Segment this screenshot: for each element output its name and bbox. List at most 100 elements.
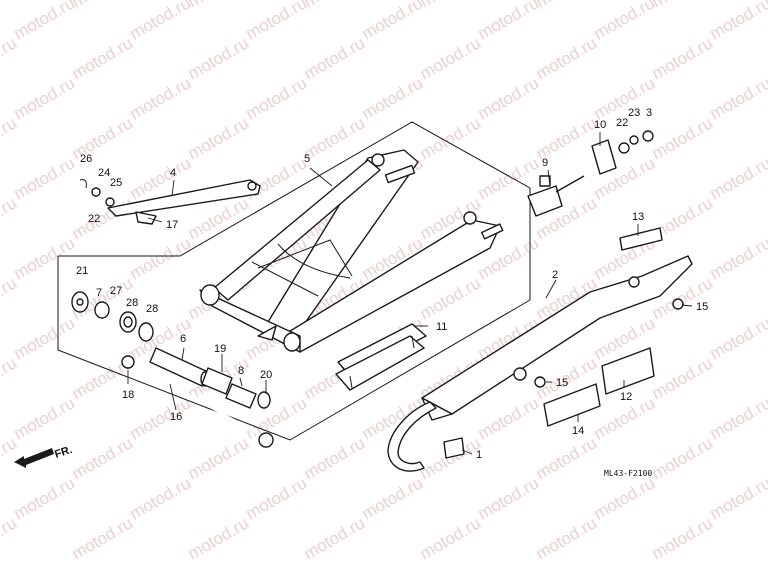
callout-17: 17: [166, 219, 178, 231]
drive-chain: [387, 401, 437, 472]
watermark-text: motod.ru: [533, 33, 601, 83]
watermark-text: motod.ru: [69, 113, 137, 163]
callout-1: 1: [476, 449, 482, 461]
watermark-text: motod.ru: [649, 353, 717, 403]
watermark-text: motod.ru: [0, 0, 20, 11]
front-direction-arrow: FR.: [14, 444, 74, 468]
callout-8: 8: [238, 365, 244, 377]
callout-12: 12: [620, 391, 632, 403]
watermark-text: motod.ru: [11, 233, 79, 283]
chain-adjuster: [527, 175, 585, 217]
watermark-text: motod.ru: [11, 473, 79, 523]
watermark-text: motod.ru: [69, 433, 137, 483]
watermark-text: motod.ru: [649, 433, 717, 483]
callout-27: 27: [110, 285, 122, 297]
callout-labels: 5 4 17 26 24 25 22 9 10 22 23 3 13 11 2 …: [76, 107, 708, 461]
watermark-text: motod.ru: [0, 353, 20, 403]
callout-2: 2: [552, 269, 558, 281]
watermark-text: motod.ru: [591, 0, 659, 43]
callout-20: 20: [260, 369, 272, 381]
watermark-text: motod.ru: [417, 513, 485, 563]
adjuster-plate: [591, 130, 654, 175]
watermark-text: motod.ru: [591, 473, 659, 523]
watermark-text: motod.ru: [707, 313, 768, 363]
watermark-text: motod.ru: [649, 0, 717, 11]
watermark-text: motod.ru: [185, 113, 253, 163]
watermark-text: motod.ru: [301, 113, 369, 163]
watermark-text: motod.ru: [533, 113, 601, 163]
watermark-text: motod.ru: [417, 113, 485, 163]
watermark-text: motod.ru: [475, 473, 543, 523]
watermark-text: motod.ru: [707, 153, 768, 203]
watermark-text: motod.ru: [359, 0, 427, 43]
watermark-text: motod.ru: [301, 433, 369, 483]
watermark-text: motod.ru: [707, 0, 768, 43]
pivot-collar: [149, 347, 210, 387]
watermark-text: motod.ru: [127, 0, 195, 43]
callout-15a: 15: [696, 301, 708, 313]
watermark-text: motod.ru: [0, 513, 20, 563]
watermark-text: motod.ru: [707, 473, 768, 523]
watermark-text: motod.ru: [649, 513, 717, 563]
callout-21: 21: [76, 265, 88, 277]
callout-28b: 28: [146, 303, 158, 315]
watermark-text: motod.ru: [185, 433, 253, 483]
callout-26: 26: [80, 153, 92, 165]
front-label: FR.: [53, 444, 74, 461]
callout-18: 18: [122, 389, 134, 401]
callout-24: 24: [98, 167, 110, 179]
watermark-text: motod.ru: [649, 113, 717, 163]
watermark-text: motod.ru: [69, 513, 137, 563]
watermark-text: motod.ru: [707, 393, 768, 443]
watermark-text: motod.ru: [127, 73, 195, 123]
watermark-text: motod.ru: [69, 193, 137, 243]
callout-6: 6: [180, 333, 186, 345]
watermark-text: motod.ru: [11, 73, 79, 123]
chain-slider: [335, 323, 427, 391]
watermark-text: motod.ru: [475, 393, 543, 443]
callout-19: 19: [214, 343, 226, 355]
bushing-group: [71, 291, 271, 409]
watermark-text: motod.ru: [185, 33, 253, 83]
watermark-text: motod.ru: [301, 33, 369, 83]
watermark-text: motod.ru: [649, 33, 717, 83]
callout-7: 7: [96, 287, 102, 299]
watermark-text: motod.ru: [69, 0, 137, 11]
torque-link: [79, 179, 261, 225]
diagram-code: ML43-F2100: [604, 469, 652, 478]
callout-23: 23: [628, 107, 640, 119]
watermark-text: motod.ru: [243, 473, 311, 523]
watermark-text: motod.ru: [359, 473, 427, 523]
watermark-text: motod.ru: [243, 73, 311, 123]
watermark-text: motod.ru: [301, 513, 369, 563]
callout-13: 13: [632, 211, 644, 223]
callout-11: 11: [436, 321, 447, 333]
watermark-text: motod.ru: [475, 73, 543, 123]
callout-15b: 15: [556, 377, 568, 389]
watermark-text: motod.ru: [185, 0, 253, 11]
watermark-text: motod.ru: [301, 0, 369, 11]
swingarm: [199, 149, 504, 353]
watermark-text: motod.ru: [11, 153, 79, 203]
assembly-frame: [57, 121, 531, 441]
callout-5: 5: [304, 153, 310, 165]
watermark-text: motod.ru: [243, 0, 311, 43]
pivot-bolt: [147, 370, 274, 448]
watermark-text: motod.ru: [69, 33, 137, 83]
watermark-text: motod.ru: [359, 73, 427, 123]
watermark-text: motod.ru: [533, 513, 601, 563]
callout-16: 16: [170, 411, 182, 423]
watermark-text: motod.ru: [0, 273, 20, 323]
watermark-text: motod.ru: [417, 33, 485, 83]
bolts: [534, 298, 684, 388]
watermark-text: motod.ru: [0, 33, 20, 83]
decals: [443, 227, 663, 459]
callout-22b: 22: [616, 117, 628, 129]
callout-9: 9: [542, 157, 548, 169]
watermark-text: motod.ru: [11, 393, 79, 443]
callout-14: 14: [572, 425, 584, 437]
callout-22a: 22: [88, 213, 100, 225]
leader-lines: [127, 132, 693, 455]
